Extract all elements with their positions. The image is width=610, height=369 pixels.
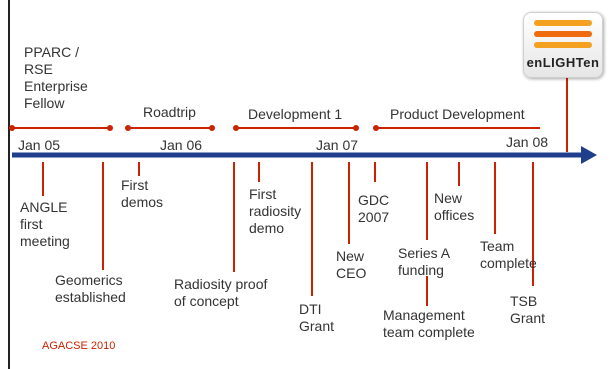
period-label-fellow: PPARC / RSE Enterprise Fellow <box>24 44 88 111</box>
event-label-new-ceo: New CEO <box>336 248 367 281</box>
period-label-roadtrip: Roadtrip <box>143 104 196 120</box>
logo-stripe <box>534 42 592 48</box>
axis-date-jan-05: Jan 05 <box>18 137 61 153</box>
event-label-tsb-grant: TSB Grant <box>510 293 546 326</box>
period-bar-product-development <box>373 125 540 131</box>
event-label-first-demos: First demos <box>121 177 164 210</box>
event-label-team-complete: Team complete <box>480 238 537 271</box>
footer-conference-label: AGACSE 2010 <box>42 340 116 352</box>
period-label-development-1: Development 1 <box>248 106 343 122</box>
timeline-arrowhead <box>581 146 597 164</box>
axis-date-jan-07: Jan 07 <box>316 137 359 153</box>
event-label-first-radiosity-demo: First radiosity demo <box>249 186 302 236</box>
period-label-product-development: Product Development <box>390 106 525 122</box>
period-bar-fellow <box>9 125 113 131</box>
event-label-dti-grant: DTI Grant <box>299 301 335 334</box>
event-label-series-a: Series A funding <box>398 245 451 278</box>
logo-stripe <box>534 31 592 37</box>
event-label-gdc: GDC 2007 <box>358 192 390 225</box>
period-bar-roadtrip <box>125 125 215 131</box>
axis-date-jan-06: Jan 06 <box>160 137 203 153</box>
period-bar-development-1 <box>233 125 359 131</box>
event-label-geomerics: Geomerics established <box>55 272 126 305</box>
event-label-radiosity-proof: Radiosity proof of concept <box>174 276 268 309</box>
axis-date-jan-08: Jan 08 <box>506 134 549 150</box>
event-label-management: Management team complete <box>383 307 475 340</box>
logo-stripe <box>534 20 592 26</box>
event-label-new-offices: New offices <box>434 190 475 223</box>
event-label-angle: ANGLE first meeting <box>20 199 70 249</box>
logo-wordmark: enLIGHTen <box>526 55 600 70</box>
enlighten-logo: enLIGHTen <box>523 12 603 78</box>
